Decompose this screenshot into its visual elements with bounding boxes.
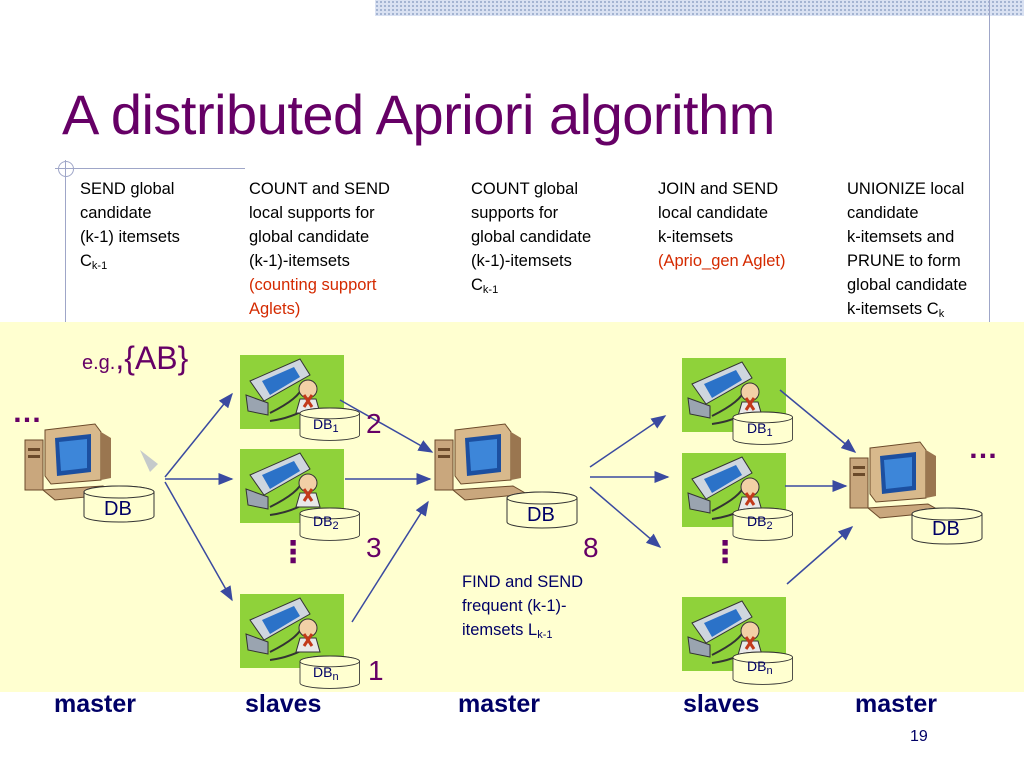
top-decorative-bar — [375, 0, 1024, 16]
decorative-circle — [58, 161, 74, 177]
count-db1: 2 — [366, 408, 382, 439]
slave-db-label-1-2: DB2 — [313, 513, 339, 532]
master-db-label-2: DB — [527, 504, 555, 526]
arrows-slaves-to-master2 — [339, 399, 434, 623]
decorative-vertical-line — [989, 0, 990, 330]
vertical-dots-slaves-2: ⋮ — [710, 536, 742, 569]
count-dbn: 1 — [368, 655, 384, 686]
count-master: 8 — [583, 532, 599, 563]
step-5-text: UNIONIZE local candidate k-itemsets and … — [847, 180, 968, 320]
arrows-slaves-to-master3 — [779, 389, 857, 585]
master-computer-2 — [434, 423, 528, 501]
slave-db-label-2-2: DB2 — [747, 513, 773, 532]
count-db2: 3 — [366, 532, 382, 563]
step-3-text: COUNT global supports for global candida… — [471, 180, 592, 296]
slide-title: A distributed Apriori algorithm — [62, 83, 775, 146]
step-2-text: COUNT and SEND local supports for global… — [249, 180, 390, 318]
slave-db-label-2-n: DBn — [747, 658, 773, 677]
master-db-label-1: DB — [104, 498, 132, 520]
label-slaves-2: slaves — [683, 690, 760, 718]
example-label: e.g.,{AB} — [82, 340, 189, 376]
label-slaves-1: slaves — [245, 690, 322, 718]
label-master-2: master — [458, 690, 540, 718]
master-db-label-3: DB — [932, 518, 960, 540]
diagram-graphics — [24, 353, 983, 689]
label-master-3: master — [855, 690, 937, 718]
label-master-1: master — [54, 690, 136, 718]
slave-db-label-1-1: DB1 — [313, 416, 339, 435]
decorative-horizontal-line — [55, 168, 245, 169]
ellipsis-left: … — [12, 396, 44, 429]
step-4-text: JOIN and SEND local candidate k-itemsets… — [658, 180, 786, 270]
decorative-vertical-line-left — [65, 160, 66, 330]
master-computer-3 — [849, 441, 943, 519]
arrows-master2-to-slaves — [589, 415, 670, 548]
page-number: 19 — [910, 728, 928, 745]
vertical-dots-slaves-1: ⋮ — [278, 536, 310, 569]
step-1-text: SEND global candidate (k-1) itemsets Ck-… — [80, 180, 180, 272]
slave-db-label-2-1: DB1 — [747, 420, 773, 439]
arrows-master1-to-slaves — [164, 392, 234, 602]
ellipsis-right: … — [968, 432, 1000, 465]
find-send-text: FIND and SEND frequent (k-1)- itemsets L… — [462, 573, 584, 641]
slave-db-label-1-n: DBn — [313, 664, 339, 683]
